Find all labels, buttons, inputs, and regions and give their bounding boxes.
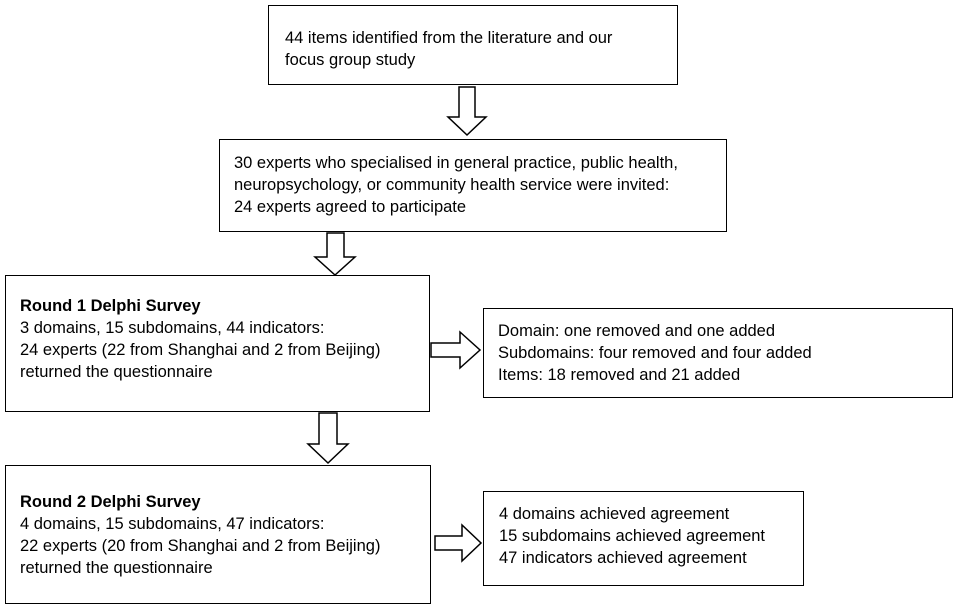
box-text-line: 24 experts agreed to participate xyxy=(234,198,467,216)
box-text-line: neuropsychology, or community health ser… xyxy=(234,176,670,194)
down-arrow-icon xyxy=(306,412,350,465)
box-experts-invited: 30 experts who specialised in general pr… xyxy=(219,139,727,232)
box-text-line: 3 domains, 15 subdomains, 44 indicators: xyxy=(20,319,325,337)
box-text-line: 24 experts (22 from Shanghai and 2 from … xyxy=(20,341,381,359)
box-text-line: 30 experts who specialised in general pr… xyxy=(234,154,678,172)
box-round2-results: 4 domains achieved agreement 15 subdomai… xyxy=(483,491,804,586)
box-text-line: 22 experts (20 from Shanghai and 2 from … xyxy=(20,537,381,555)
box-text-line: focus group study xyxy=(285,51,416,69)
down-arrow-icon xyxy=(313,232,357,277)
box-text-line: returned the questionnaire xyxy=(20,559,213,577)
down-arrow-icon xyxy=(446,86,488,137)
box-round1-survey: Round 1 Delphi Survey 3 domains, 15 subd… xyxy=(5,275,430,412)
box-text-line: 4 domains, 15 subdomains, 47 indicators: xyxy=(20,515,325,533)
box-title: Round 1 Delphi Survey xyxy=(20,297,201,315)
box-round2-survey: Round 2 Delphi Survey 4 domains, 15 subd… xyxy=(5,465,431,604)
box-text-line: Domain: one removed and one added xyxy=(498,322,776,340)
box-title: Round 2 Delphi Survey xyxy=(20,493,201,511)
box-text-line: 4 domains achieved agreement xyxy=(499,505,730,523)
right-arrow-icon xyxy=(430,330,482,370)
box-text-line: Subdomains: four removed and four added xyxy=(498,344,812,362)
box-text-line: Items: 18 removed and 21 added xyxy=(498,366,741,384)
box-literature-items: 44 items identified from the literature … xyxy=(268,5,678,85)
box-text-line: 47 indicators achieved agreement xyxy=(499,549,747,567)
box-text-line: 44 items identified from the literature … xyxy=(285,29,613,47)
box-text-line: 15 subdomains achieved agreement xyxy=(499,527,766,545)
box-round1-changes: Domain: one removed and one added Subdom… xyxy=(483,308,953,398)
right-arrow-icon xyxy=(434,523,483,563)
box-text-line: returned the questionnaire xyxy=(20,363,213,381)
